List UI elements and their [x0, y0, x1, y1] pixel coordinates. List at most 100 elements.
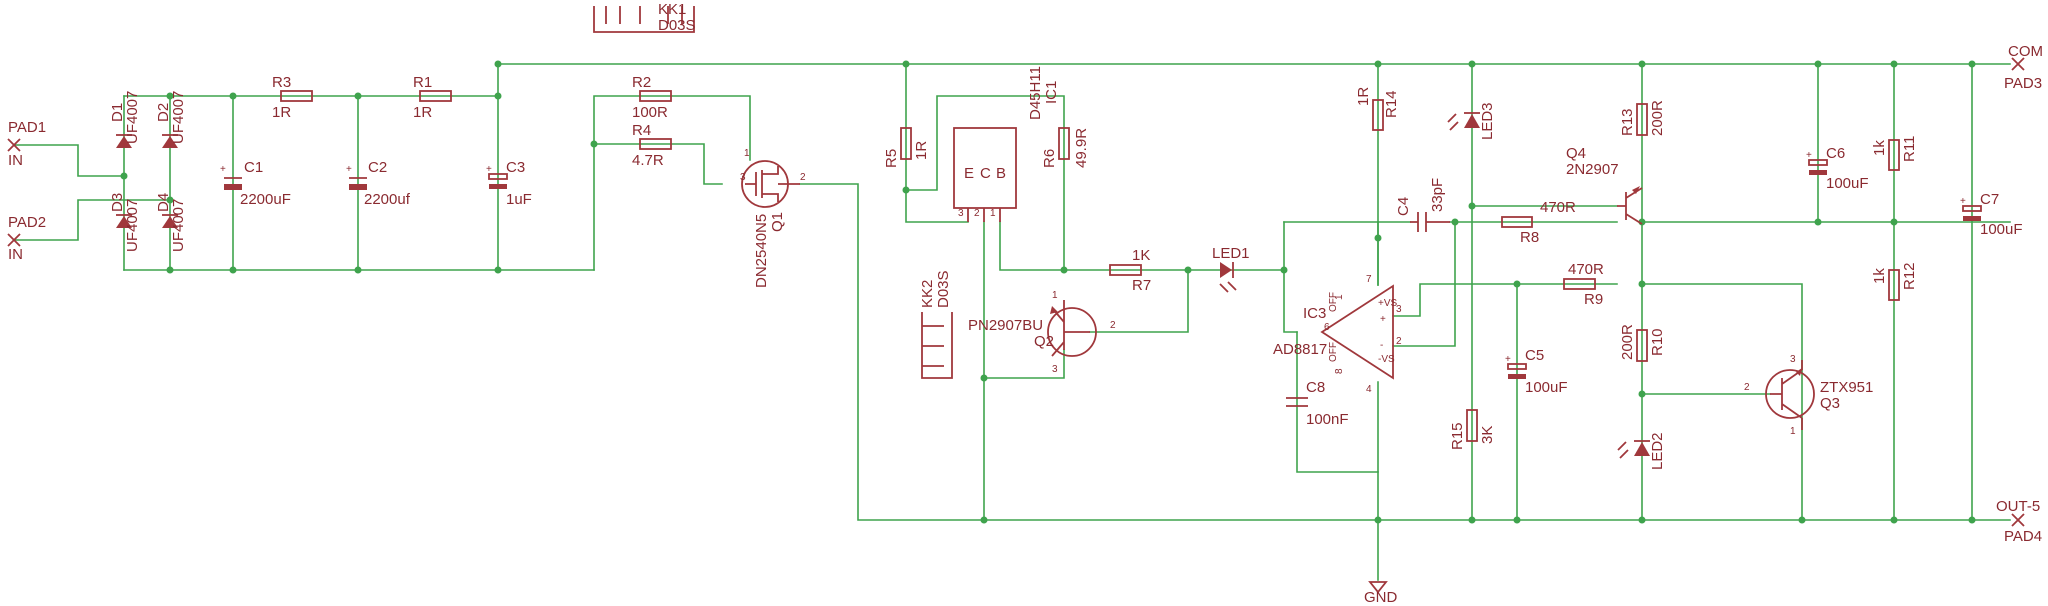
c4-name: C4	[1395, 197, 1412, 216]
svg-text:2: 2	[800, 172, 806, 183]
svg-text:4: 4	[1366, 384, 1372, 395]
svg-text:2: 2	[1396, 336, 1402, 347]
svg-text:+: +	[1960, 196, 1966, 207]
r6-name: R6	[1041, 149, 1058, 168]
transistor-ic1: E C B 3 2 1 D45H11 IC1	[953, 66, 1060, 222]
heatsink-kk2: KK2 D03S	[919, 270, 953, 379]
c7-value: 100uF	[1980, 221, 2023, 238]
svg-text:B: B	[996, 165, 1006, 182]
r14-value: 1R	[1355, 87, 1372, 106]
opamp-ic3: +VS + - -VS 3 2 7 4 6 1 8 OFF OFF IC3 AD…	[1273, 274, 1402, 395]
svg-text:+: +	[1505, 354, 1511, 365]
resistor-r13: R13 200R	[1619, 100, 1666, 136]
q2-value: PN2907BU	[968, 317, 1043, 334]
d1-value: UF4007	[124, 91, 141, 144]
pad3-label: PAD3	[2004, 75, 2042, 92]
svg-text:+VS: +VS	[1378, 298, 1398, 309]
resistor-r10: 200R R10	[1619, 324, 1666, 362]
transistor-q4: Q4 2N2907	[1566, 145, 1643, 225]
pad4[interactable]: OUT-5 PAD4	[1996, 498, 2042, 545]
c7-name: C7	[1980, 191, 1999, 208]
resistor-r12: 1k R12	[1871, 262, 1918, 301]
svg-text:1: 1	[990, 208, 996, 219]
svg-text:8: 8	[1334, 368, 1345, 374]
kk1-value: D03S	[658, 17, 696, 34]
svg-text:6: 6	[1324, 322, 1330, 333]
r1-name: R1	[413, 74, 432, 91]
junctions	[120, 60, 1976, 524]
diode-d3: D3 UF4007	[109, 193, 141, 252]
resistor-r14: 1R R14	[1355, 87, 1400, 131]
r4-name: R4	[632, 122, 651, 139]
svg-text:1: 1	[1790, 426, 1796, 437]
capacitor-c6: + C6 100uF	[1806, 145, 1869, 192]
svg-text:1: 1	[1052, 290, 1058, 301]
q3-name: Q3	[1820, 395, 1840, 412]
svg-text:3: 3	[1052, 364, 1058, 375]
led2-label: LED2	[1649, 432, 1666, 470]
d4-name: D4	[155, 193, 172, 212]
transistor-q2: 1 2 3 PN2907BU Q2	[968, 290, 1116, 375]
c2-value: 2200uf	[364, 191, 411, 208]
ic3-value: AD8817	[1273, 341, 1327, 358]
led2: LED2	[1617, 432, 1666, 470]
led1: LED1	[1212, 245, 1250, 293]
r15-value: 3K	[1479, 426, 1496, 444]
r8-name: R8	[1520, 229, 1539, 246]
svg-text:3: 3	[1790, 354, 1796, 365]
r9-name: R9	[1584, 291, 1603, 308]
capacitor-c2: + C2 2200uf	[346, 159, 411, 208]
d2-value: UF4007	[170, 91, 187, 144]
svg-text:-: -	[1380, 340, 1383, 351]
transistor-q3: 2 3 1 ZTX951 Q3	[1744, 354, 1873, 437]
pad2-label: PAD2	[8, 214, 46, 231]
c5-value: 100uF	[1525, 379, 1568, 396]
r15-name: R15	[1449, 422, 1466, 450]
led3-label: LED3	[1479, 102, 1496, 140]
d2-name: D2	[155, 103, 172, 122]
c6-value: 100uF	[1826, 175, 1869, 192]
resistor-r2: R2 100R	[632, 74, 672, 121]
svg-text:2: 2	[1110, 320, 1116, 331]
wires	[13, 63, 2011, 521]
pad2-signal: IN	[8, 246, 23, 263]
kk2-name: KK2	[919, 280, 936, 308]
diode-d4: D4 UF4007	[155, 193, 187, 252]
r11-value: 1k	[1871, 140, 1888, 156]
led1-label: LED1	[1212, 245, 1250, 262]
resistor-r15: R15 3K	[1449, 409, 1496, 450]
q4-name: Q4	[1566, 145, 1586, 162]
pad2[interactable]: PAD2 IN	[7, 214, 46, 263]
svg-text:+: +	[1806, 150, 1812, 161]
r5-name: R5	[883, 149, 900, 168]
pad1[interactable]: PAD1 IN	[7, 119, 46, 169]
r2-name: R2	[632, 74, 651, 91]
resistor-r1: R1 1R	[413, 74, 452, 121]
c1-name: C1	[244, 159, 263, 176]
svg-text:+: +	[486, 164, 492, 175]
r14-name: R14	[1383, 90, 1400, 118]
q1-value: DN2540N5	[753, 214, 770, 288]
d1-name: D1	[109, 103, 126, 122]
c8-name: C8	[1306, 379, 1325, 396]
c6-name: C6	[1826, 145, 1845, 162]
c3-value: 1uF	[506, 191, 532, 208]
pad3[interactable]: COM PAD3	[2004, 43, 2043, 92]
svg-text:2: 2	[1744, 382, 1750, 393]
r7-value: 1K	[1132, 247, 1150, 264]
c3-name: C3	[506, 159, 525, 176]
kk1-name: KK1	[658, 1, 686, 18]
d3-value: UF4007	[124, 199, 141, 252]
q3-value: ZTX951	[1820, 379, 1873, 396]
diode-d2: D2 UF4007	[155, 91, 187, 148]
resistor-r7: 1K R7	[1109, 247, 1151, 294]
d4-value: UF4007	[170, 199, 187, 252]
capacitor-c4: C4 33pF	[1395, 178, 1450, 232]
c5-name: C5	[1525, 347, 1544, 364]
c8-value: 100nF	[1306, 411, 1349, 428]
svg-text:3: 3	[1396, 304, 1402, 315]
pad4-label: PAD4	[2004, 528, 2042, 545]
gnd-label: GND	[1364, 589, 1398, 606]
svg-text:+: +	[220, 164, 226, 175]
svg-text:C: C	[980, 165, 991, 182]
